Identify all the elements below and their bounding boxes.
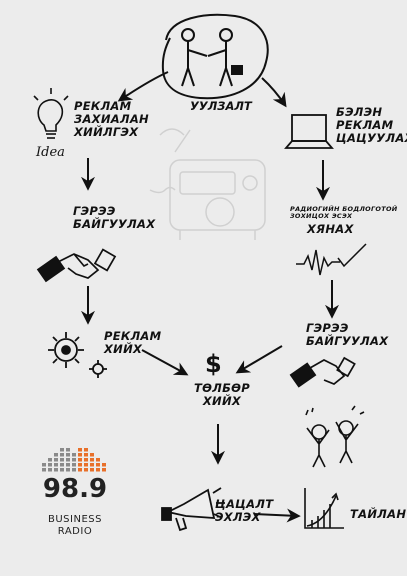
logo-dot [72,468,76,472]
logo-dot [42,468,46,472]
logo-dot [42,463,46,467]
logo-dot [84,463,88,467]
report-label: ТАЙЛАН [350,507,407,521]
handshake-people-icon [161,13,269,100]
laptop-icon [284,114,334,149]
review-note: РАДИОГИЙН БОДЛОГОТОЙ ЗОХИЦОХ ЭСЭХ [290,205,398,221]
logo-name-line2: RADIO [57,526,93,537]
logo-dot [60,448,64,452]
logo-dot [90,468,94,472]
logo-dot [84,458,88,462]
logo-dot [102,468,106,472]
handshake-icon [289,356,356,388]
logo-dot [84,468,88,472]
logo-dot [48,468,52,472]
logo-dot [78,468,82,472]
review-label: ХЯНАХ [307,222,354,236]
logo-dot [78,448,82,452]
logo-dot [66,458,70,462]
dollar-sign-icon: $ [205,350,222,378]
payment-label: ТӨЛБӨР ХИЙХ [194,381,250,409]
logo-dot [54,468,58,472]
logo-dot [66,463,70,467]
logo-dot [66,453,70,457]
logo-dot [48,458,52,462]
logo-dot [102,463,106,467]
logo-dot [48,463,52,467]
logo-dot [66,448,70,452]
logo-frequency: 98.9 [42,474,108,504]
logo-dot [54,463,58,467]
growth-chart-icon [304,488,344,529]
flow-arrows [81,71,339,523]
celebrating-people-icon [305,405,365,468]
logo-dot [96,463,100,467]
arrow-make-to-payment [141,349,189,376]
logo-dot [60,453,64,457]
order-ad-label: РЕКЛАМ ЗАХИАЛАН ХИЙЛГЭХ [74,99,149,140]
waveform-check-icon [296,243,367,276]
arrow-broadcast-to-report [253,508,301,523]
logo-dot [78,458,82,462]
idea-word: Idea [35,145,65,160]
gears-icon [48,332,107,378]
broadcast-label: ЦАЦАЛТ ЭХЛЭХ [215,497,274,525]
logo-dot [78,453,82,457]
logo-dot [90,453,94,457]
logo-dot [66,468,70,472]
logo-dot [60,458,64,462]
logo-dot [78,463,82,467]
contract-left-label: ГЭРЭЭ БАЙГУУЛАХ [73,204,156,232]
logo-dot [60,463,64,467]
contract-right-label: ГЭРЭЭ БАЙГУУЛАХ [306,321,389,349]
logo-dot [54,458,58,462]
logo-dot [96,468,100,472]
logo-dot [54,453,58,457]
arrow-meeting-to-prepare [261,77,287,108]
prepare-ad-label: БЭЛЭН РЕКЛАМ ЦАЦУУЛАХ [336,105,407,146]
logo-dot [84,448,88,452]
lightbulb-idea-icon [33,88,69,139]
logo-dot [60,468,64,472]
logo-dot [72,453,76,457]
logo-dot [90,458,94,462]
logo-dot [84,453,88,457]
logo-dot [90,463,94,467]
business-radio-logo [42,448,106,472]
meeting-label: УУЛЗАЛТ [190,99,253,113]
logo-dot [72,458,76,462]
arrow-meeting-to-order [117,71,169,102]
megaphone-icon [161,487,225,532]
logo-dot [96,458,100,462]
logo-dot [72,463,76,467]
handshake-icon [36,248,117,283]
make-ad-label: РЕКЛАМ ХИЙХ [104,329,162,357]
radio-watermark-icon [149,128,266,240]
logo-name-line1: BUSINESS [48,514,102,525]
arrow-contract-to-payment [235,345,283,374]
